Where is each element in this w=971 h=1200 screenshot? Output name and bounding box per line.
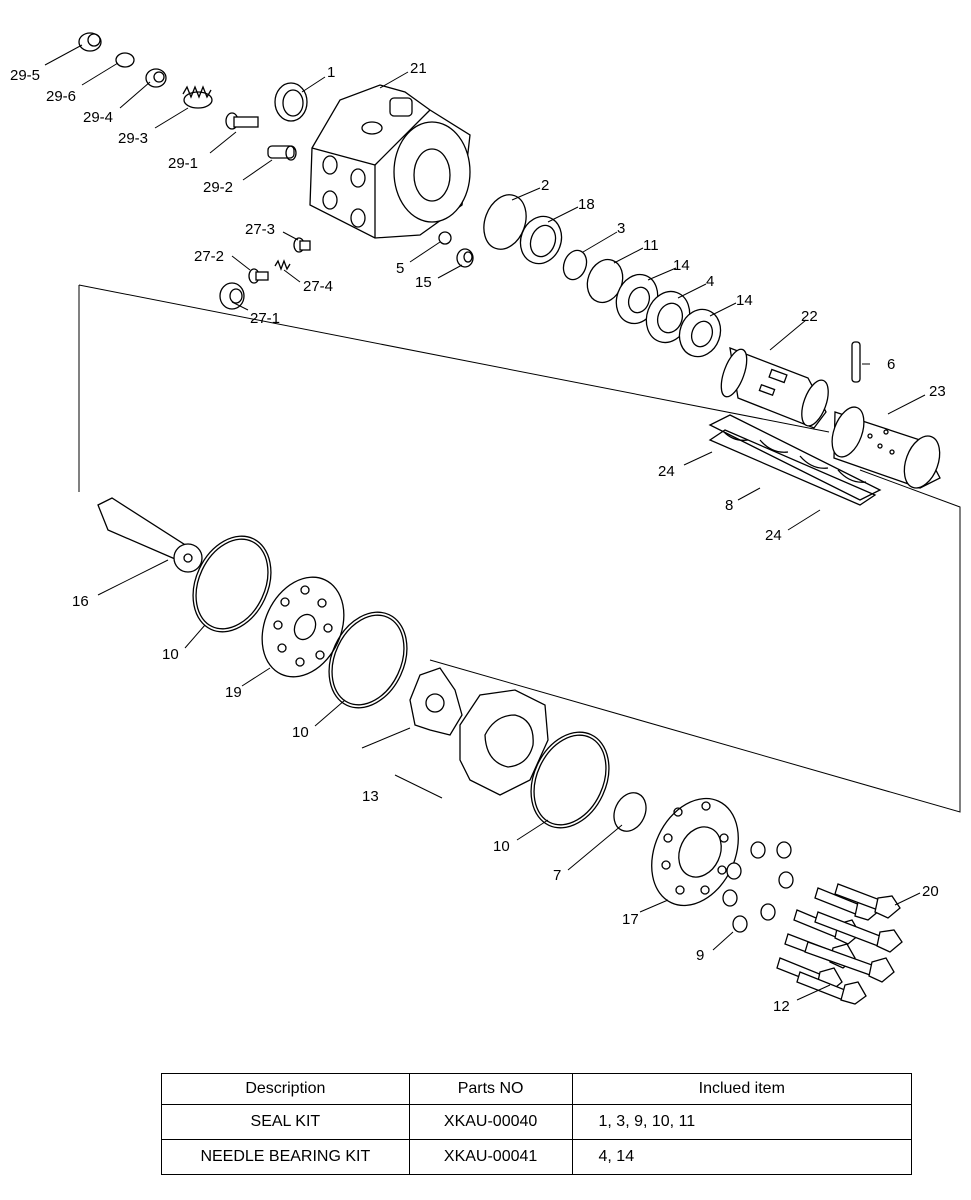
label-29-3: 29-3 [118,130,148,147]
part-27-3 [293,237,311,253]
label-29-2: 29-2 [203,179,233,196]
part-1 [274,82,308,122]
header-description: Description [161,1073,410,1105]
label-4: 4 [706,273,714,290]
part-27-2 [248,268,269,284]
part-18 [519,215,563,265]
part-27-1 [219,282,245,310]
label-23: 23 [929,383,946,400]
label-10c: 10 [493,838,510,855]
cell-parts-no: XKAU-00041 [408,1139,573,1175]
label-2: 2 [541,177,549,194]
leader-lines [44,44,926,1001]
label-14a: 14 [673,257,690,274]
table-row: NEEDLE BEARING KIT XKAU-00041 4, 14 [161,1139,913,1175]
label-17: 17 [622,911,639,928]
label-29-6: 29-6 [46,88,76,105]
label-1: 1 [327,64,335,81]
part-3 [562,249,588,281]
part-10a-inner [195,538,269,630]
cell-included: 4, 14 [571,1139,913,1175]
label-19: 19 [225,684,242,701]
cell-description: NEEDLE BEARING KIT [161,1139,410,1175]
part-19-plate [261,576,345,678]
label-14b: 14 [736,292,753,309]
kit-table-header: Description Parts NO Inclued item [161,1073,913,1105]
part-22-spool [720,346,829,429]
kit-table: Description Parts NO Inclued item SEAL K… [161,1073,913,1175]
cell-included: 1, 3, 9, 10, 11 [571,1104,913,1140]
part-15 [456,248,474,268]
label-29-1: 29-1 [168,155,198,172]
label-9: 9 [696,947,704,964]
label-6: 6 [887,356,895,373]
label-3: 3 [617,220,625,237]
part-7-disk [613,792,647,832]
label-10a: 10 [162,646,179,663]
part-5-ball [438,231,452,245]
part-13-gerotor [409,667,549,796]
label-8: 8 [725,497,733,514]
part-9-washers [722,841,794,933]
label-20: 20 [922,883,939,900]
label-16: 16 [72,593,89,610]
part-27-4 [274,259,291,271]
label-27-3: 27-3 [245,221,275,238]
part-29-2 [267,145,297,161]
label-24a: 24 [658,463,675,480]
label-27-2: 27-2 [194,248,224,265]
label-11: 11 [643,237,659,254]
part-17-endcap [651,797,739,907]
label-21: 21 [410,60,427,77]
part-21-housing [309,84,471,239]
part-29-1 [225,112,259,130]
label-15: 15 [415,274,432,291]
label-5: 5 [396,260,404,277]
label-12: 12 [773,998,790,1015]
part-29-5 [78,32,102,52]
part-29-3 [182,85,213,109]
label-24b: 24 [765,527,782,544]
label-7: 7 [553,867,561,884]
part-24-8-springs [708,414,882,506]
cell-parts-no: XKAU-00040 [408,1104,573,1140]
cell-description: SEAL KIT [161,1104,410,1140]
table-row: SEAL KIT XKAU-00040 1, 3, 9, 10, 11 [161,1104,913,1140]
label-29-4: 29-4 [83,109,113,126]
label-13: 13 [362,788,379,805]
label-29-5: 29-5 [10,67,40,84]
part-10a [192,535,272,633]
label-10b: 10 [292,724,309,741]
part-6-pin [851,341,861,383]
exploded-parts-diagram: 29-5 29-6 29-4 29-3 29-1 29-2 1 21 27-3 … [10,32,961,1015]
label-27-1: 27-1 [250,310,280,327]
part-10c [530,731,610,829]
part-29-6 [115,52,135,68]
label-22: 22 [801,308,818,325]
part-10b [328,611,408,709]
callout-labels: 29-5 29-6 29-4 29-3 29-1 29-2 1 21 27-3 … [10,60,946,1015]
part-4-bearing [645,290,691,344]
part-20-12-bolts [776,883,903,1005]
header-included-item: Inclued item [571,1073,913,1105]
part-14b [678,308,722,358]
part-29-4 [145,68,167,88]
part-23-sleeve [831,406,941,489]
part-16-shaft [97,497,203,573]
label-27-4: 27-4 [303,278,333,295]
header-parts-no: Parts NO [408,1073,573,1105]
label-18: 18 [578,196,595,213]
